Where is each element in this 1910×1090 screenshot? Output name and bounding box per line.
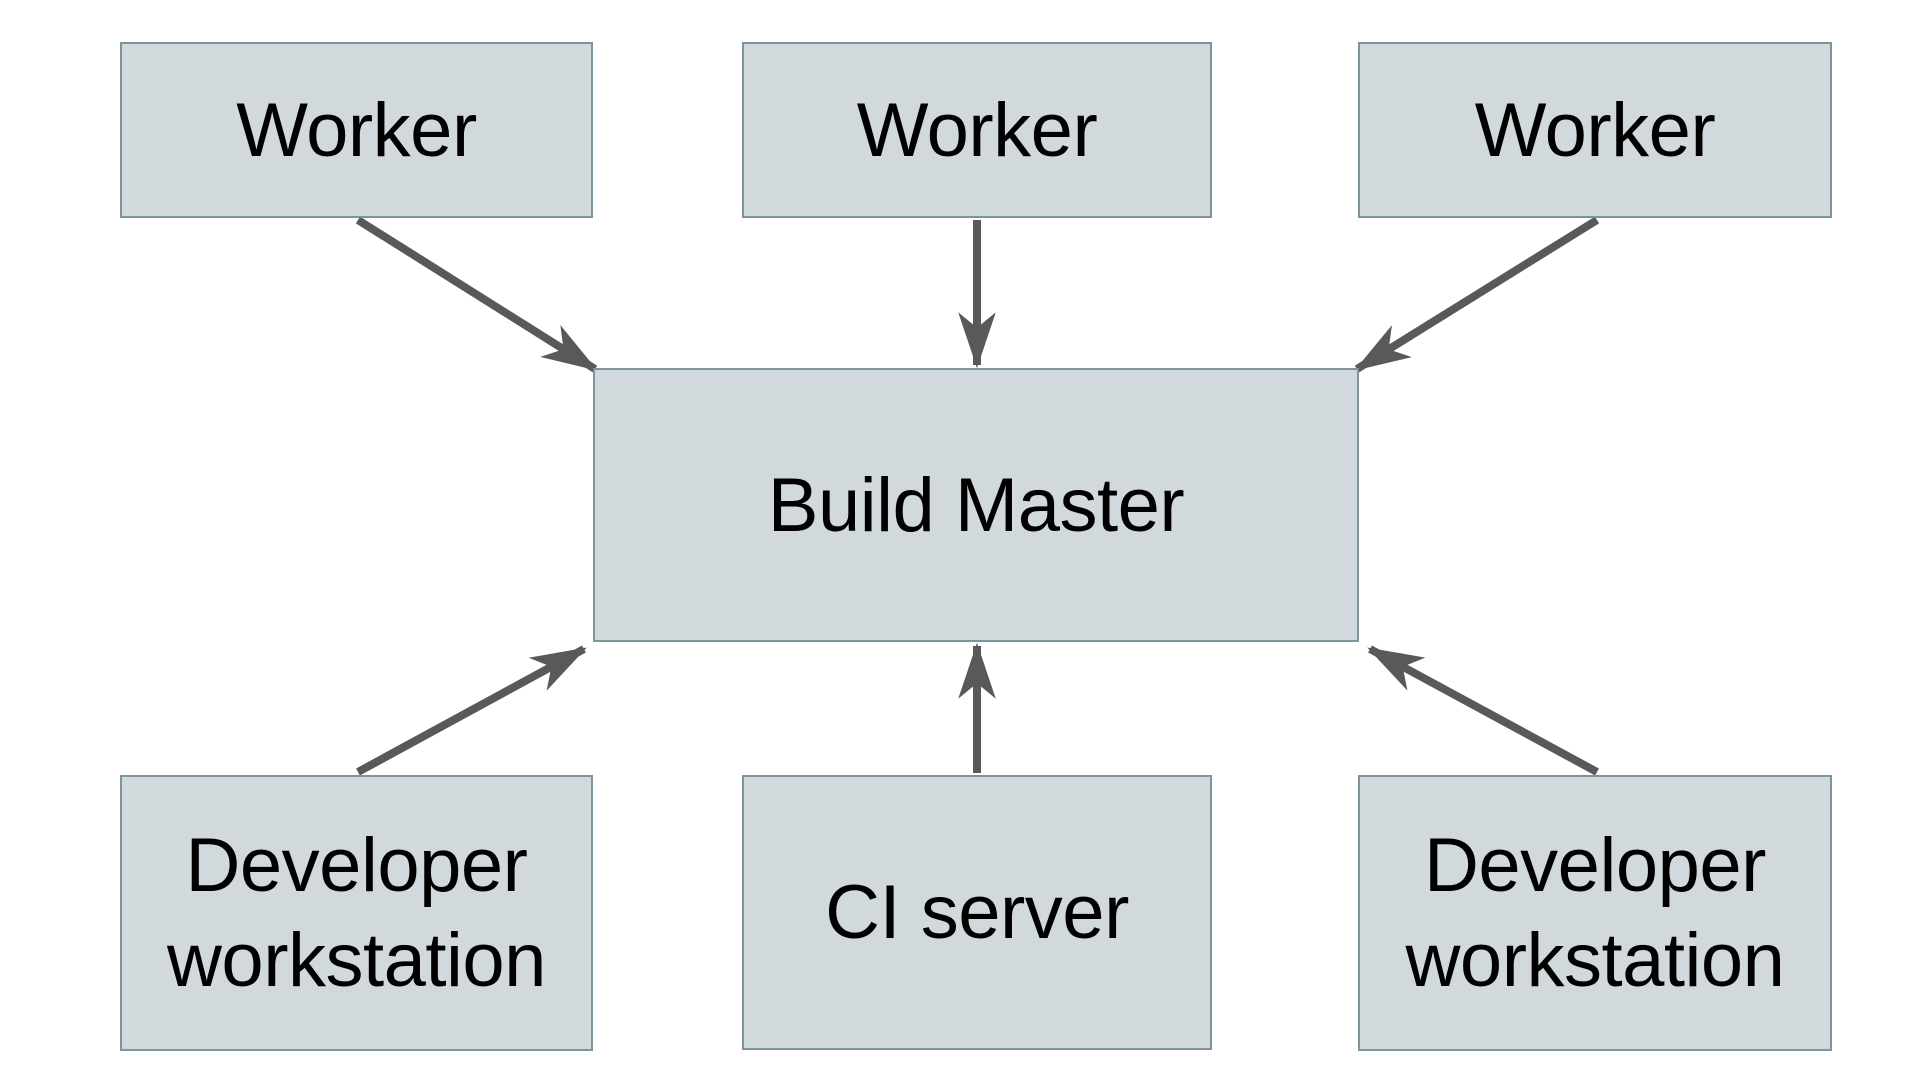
node-label: Worker bbox=[236, 87, 477, 173]
node-label: Worker bbox=[856, 87, 1098, 173]
node-worker-3: Worker bbox=[1358, 42, 1832, 218]
node-dev-workstation-1: Developer workstation bbox=[120, 775, 593, 1051]
node-worker-2: Worker bbox=[742, 42, 1212, 218]
node-dev-workstation-2: Developer workstation bbox=[1358, 775, 1832, 1051]
node-ci-server: CI server bbox=[742, 775, 1212, 1050]
node-build-master: Build Master bbox=[593, 368, 1359, 642]
edge-dev-workstation-1-to-build-master bbox=[356, 645, 587, 776]
node-label: Developer workstation bbox=[1405, 823, 1785, 1003]
node-label: Developer workstation bbox=[167, 823, 546, 1003]
node-label: Worker bbox=[1474, 87, 1716, 173]
node-label: Build Master bbox=[767, 462, 1185, 548]
edge-worker-1-to-build-master bbox=[355, 216, 598, 373]
edge-dev-workstation-2-to-build-master bbox=[1367, 645, 1599, 776]
edge-worker-3-to-build-master bbox=[1354, 216, 1600, 373]
node-label: CI server bbox=[825, 870, 1129, 955]
node-worker-1: Worker bbox=[120, 42, 593, 218]
